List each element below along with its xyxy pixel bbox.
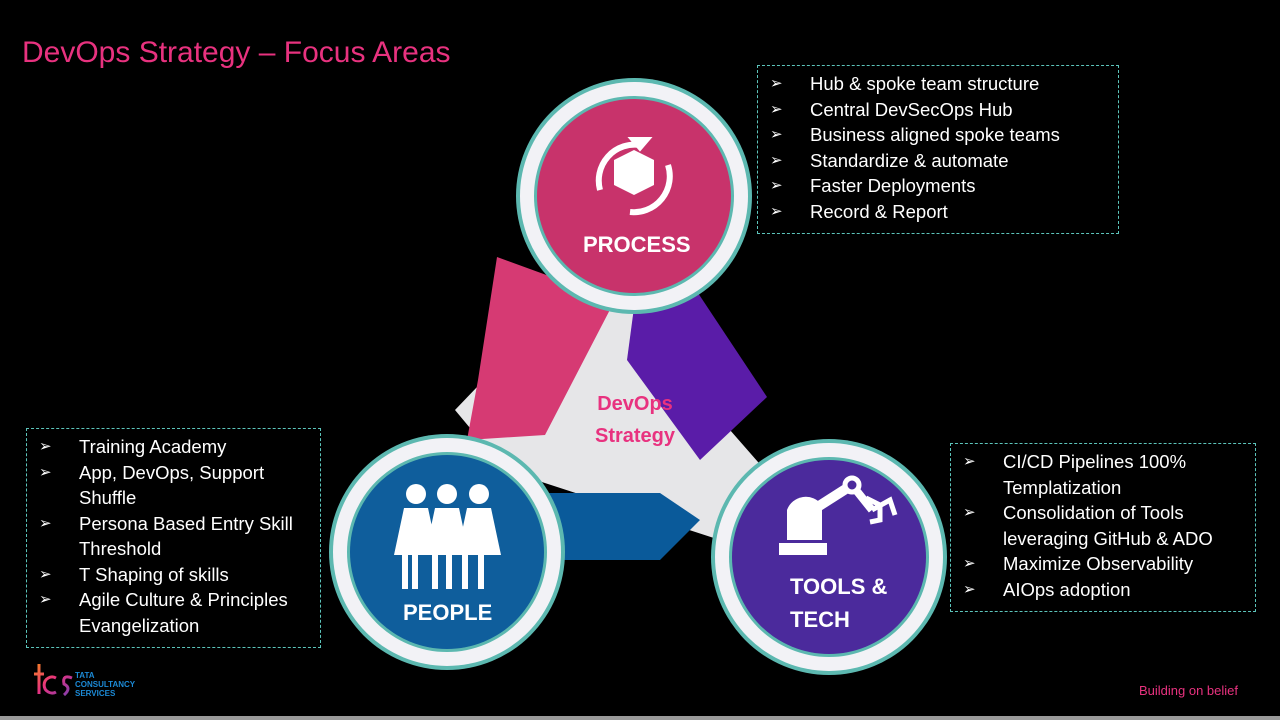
logo-text-line: TATA [75,671,95,680]
item-text: Central DevSecOps Hub [810,98,1013,120]
arrow-bullet-icon: ➢ [770,100,783,118]
arrow-bullet-icon: ➢ [39,591,52,608]
list-item: ➢ Standardize & automate [758,148,1118,174]
tools-circle [711,439,947,675]
tools-items-box: ➢ CI/CD Pipelines 100% Templatization ➢ Co… [950,443,1256,612]
process-circle [516,78,752,314]
arrow-bullet-icon: ➢ [963,555,976,572]
arrow-bullet-icon: ➢ [39,514,52,532]
item-text: Consolidation of Tools leveraging GitHub… [1003,502,1213,549]
list-item: ➢ Record & Report [758,199,1118,225]
logo-text-line: CONSULTANCY [75,680,136,689]
item-text: Record & Report [810,200,948,222]
tcs-logo-text: TATA CONSULTANCY SERVICES [75,671,135,698]
arrow-bullet-icon: ➢ [770,177,783,194]
center-label: DevOps Strategy [560,388,710,452]
item-text: CI/CD Pipelines 100% Templatization [1003,451,1187,498]
tools-label-line-2: TECH [790,607,850,632]
logo-text-line: SERVICES [75,689,116,698]
arrow-bullet-icon: ➢ [963,453,976,470]
item-text: Persona Based Entry Skill Threshold [79,512,293,560]
arrow-bullet-icon: ➢ [39,463,52,481]
list-item: ➢ Business aligned spoke teams [758,122,1118,148]
process-label: PROCESS [583,232,691,257]
item-text: AIOps adoption [1003,578,1131,600]
bottom-bar [0,716,1280,720]
arrow-bullet-icon: ➢ [39,565,52,583]
pink-band [467,257,615,440]
arrow-bullet-icon: ➢ [39,438,52,455]
arrow-bullet-icon: ➢ [770,75,783,92]
item-text: Standardize & automate [810,149,1009,171]
tagline: Building on belief [1138,683,1238,698]
list-item: ➢ Consolidation of Tools leveraging GitHu… [951,500,1255,551]
item-text: Agile Culture & Principles Evangelizatio… [79,589,288,636]
center-label-line-2: Strategy [594,425,676,447]
arrow-bullet-icon: ➢ [770,126,783,143]
list-item: ➢ Agile Culture & Principles Evangelizati… [27,587,320,638]
robot-arm-icon [779,475,898,555]
people-icon [394,484,501,589]
slide-title: DevOps Strategy – Focus Areas [22,36,451,69]
list-item: ➢ Persona Based Entry Skill Threshold [27,511,320,562]
item-text: T Shaping of skills [79,563,229,585]
list-item: ➢ Hub & spoke team structure [758,71,1118,97]
list-item: ➢ Maximize Observability [951,551,1255,577]
item-text: Hub & spoke team structure [810,73,1040,94]
tcs-logo [34,664,73,697]
item-text: Maximize Observability [1003,553,1194,574]
tools-label-line-1: TOOLS & [790,574,888,599]
list-item: ➢ Training Academy [27,434,320,460]
item-text: Training Academy [79,436,227,457]
item-text: Faster Deployments [810,175,976,196]
box-cycle-icon [595,137,673,216]
item-text: Business aligned spoke teams [810,124,1060,145]
list-item: ➢ CI/CD Pipelines 100% Templatization [951,449,1255,500]
arrow-bullet-icon: ➢ [963,504,976,521]
list-item: ➢ AIOps adoption [951,577,1255,603]
list-item: ➢ T Shaping of skills [27,562,320,588]
people-label: PEOPLE [403,600,493,625]
list-item: ➢ Central DevSecOps Hub [758,97,1118,123]
purple-band [627,293,767,460]
center-label-line-1: DevOps [597,393,673,415]
list-item: ➢ Faster Deployments [758,173,1118,199]
tools-label: TOOLS & TECH [790,570,887,636]
arrow-bullet-icon: ➢ [770,202,783,220]
item-text: App, DevOps, Support Shuffle [79,461,265,509]
people-items-box: ➢ Training Academy ➢ App, DevOps, Support … [26,428,321,648]
process-items-box: ➢ Hub & spoke team structure ➢ Central Dev… [757,65,1119,234]
arrow-bullet-icon: ➢ [770,151,783,169]
arrow-bullet-icon: ➢ [963,580,976,598]
list-item: ➢ App, DevOps, Support Shuffle [27,460,320,511]
